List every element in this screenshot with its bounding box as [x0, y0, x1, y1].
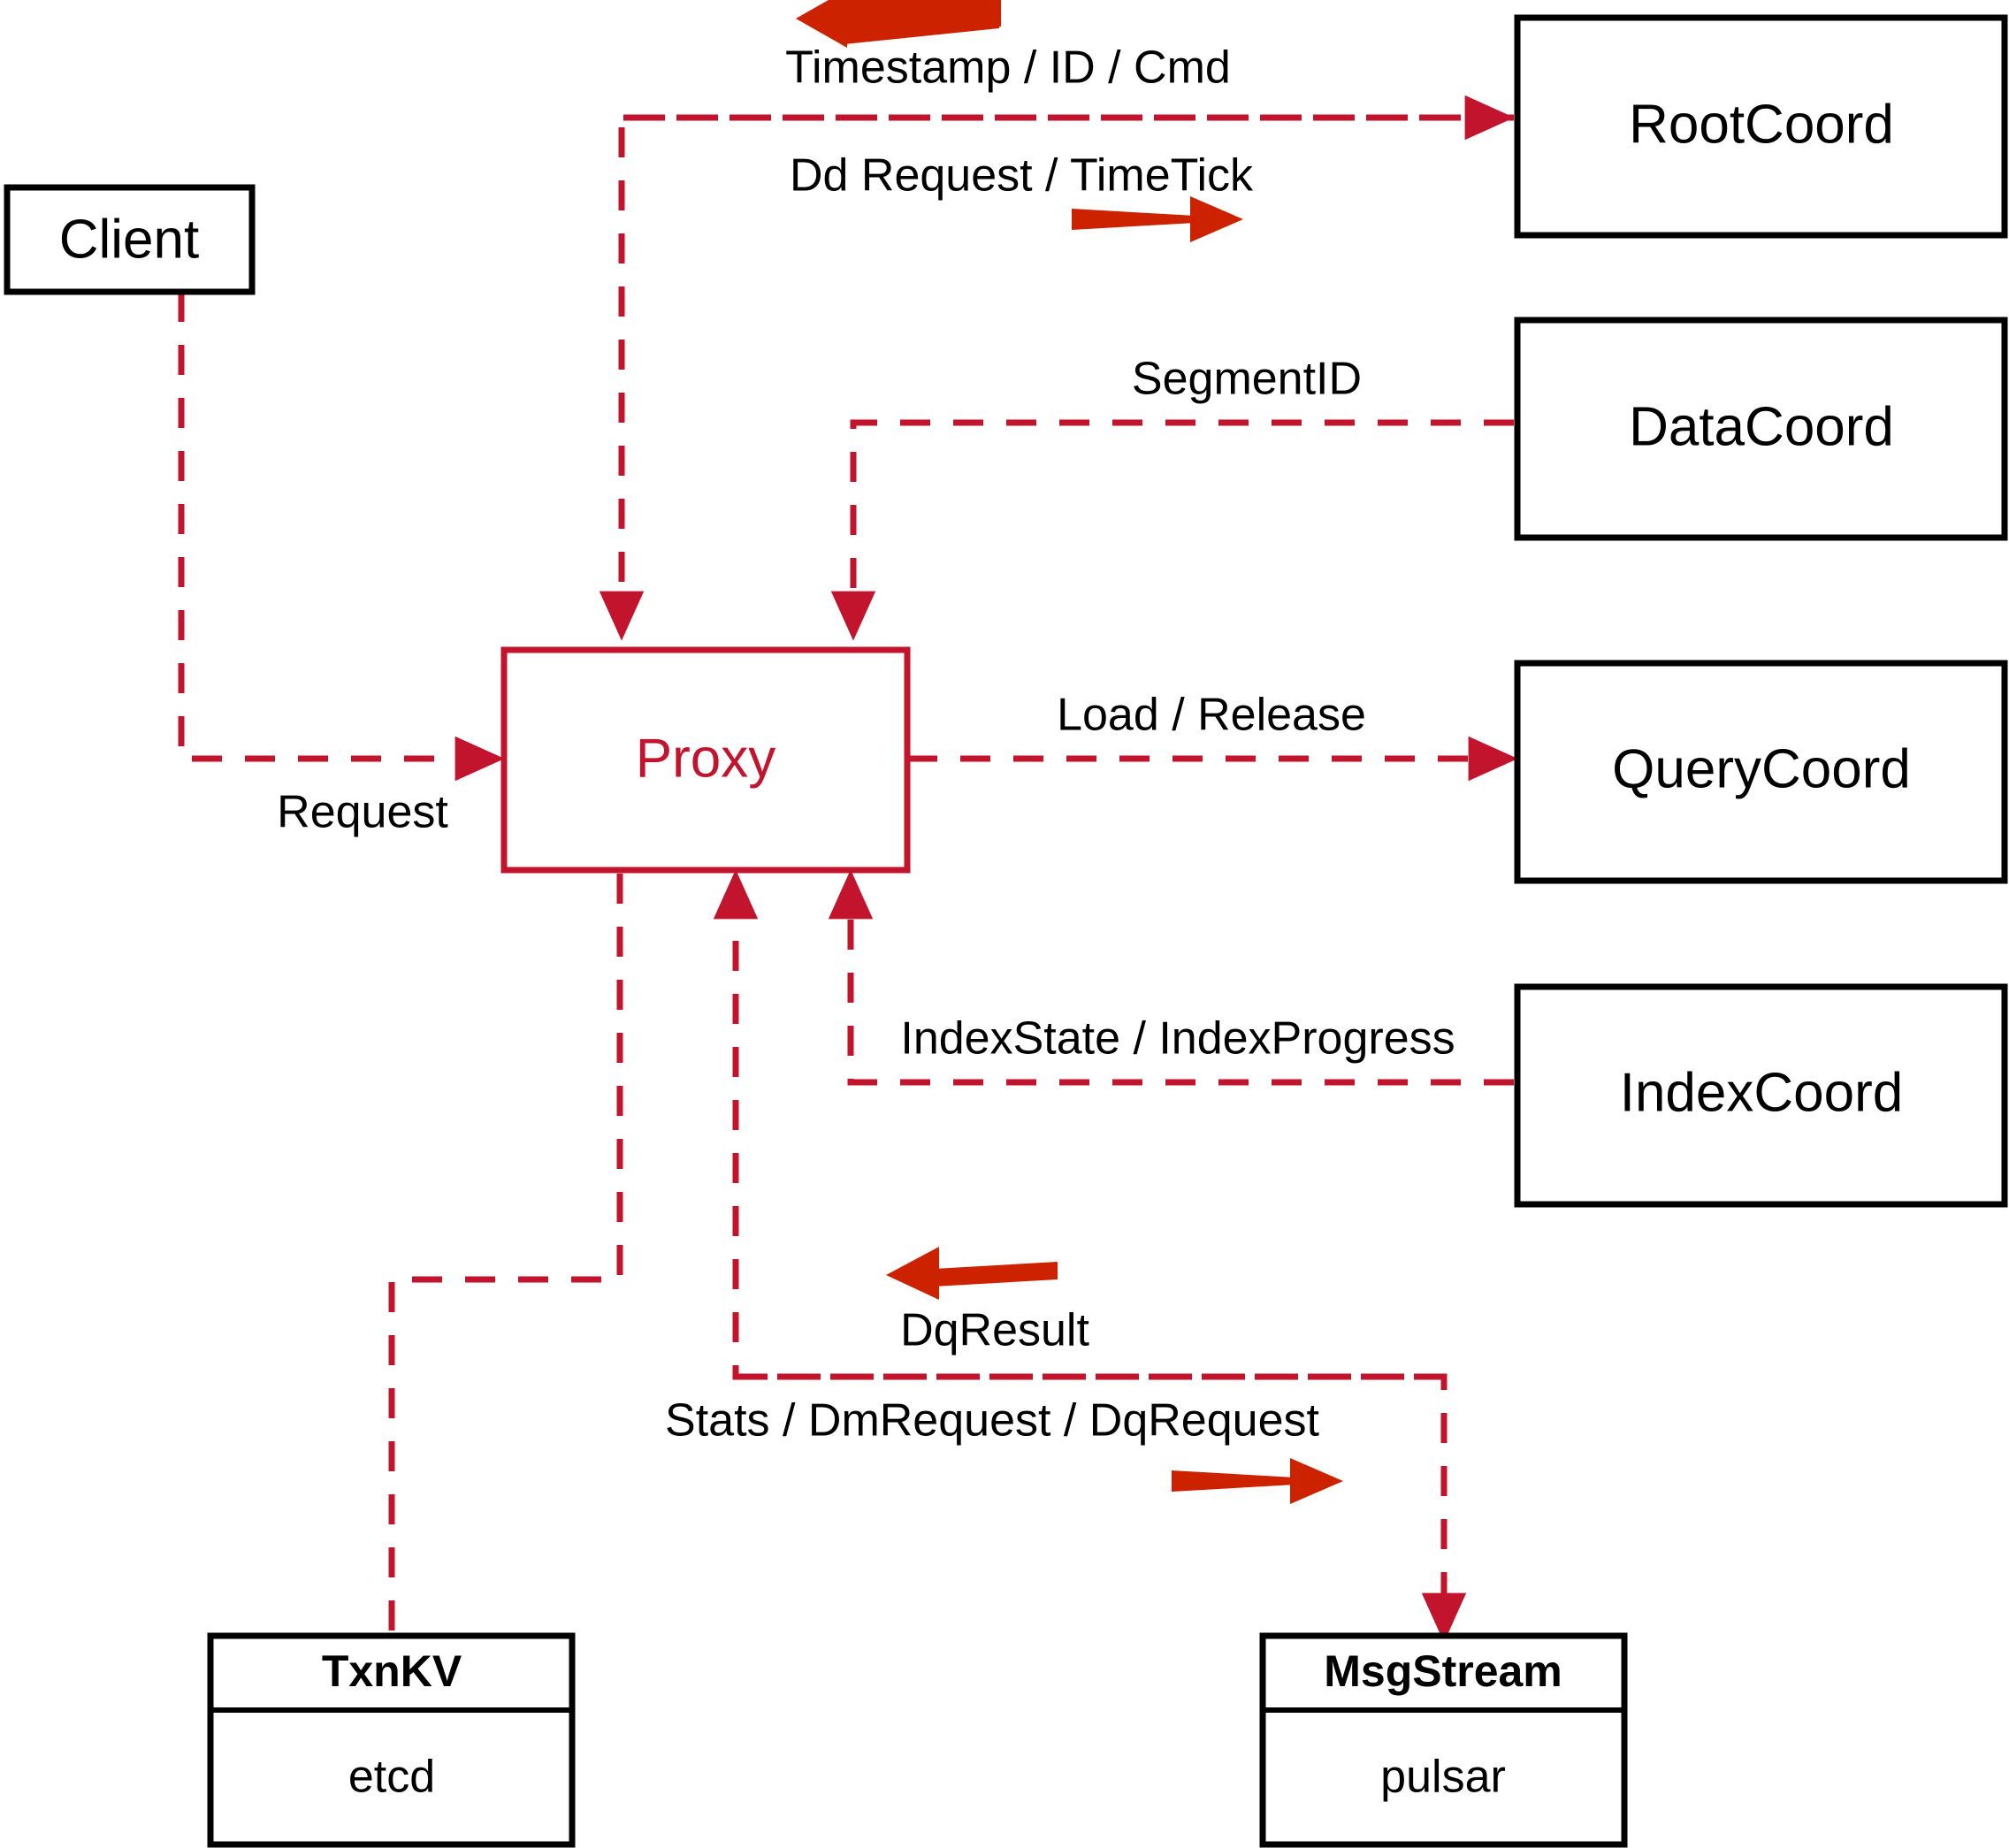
direction-arrow-right-top: [1072, 196, 1243, 242]
edge-label-request: Request: [277, 787, 448, 838]
edge-proxy-txnkv: [388, 874, 623, 1631]
node-txnkv-impl: etcd: [348, 1752, 435, 1803]
edge-rootcoord-proxy: [599, 114, 1514, 641]
node-msgstream-title: MsgStream: [1324, 1646, 1562, 1696]
node-client[interactable]: Client: [4, 184, 256, 295]
edge-label-segmentid: SegmentID: [1132, 354, 1362, 405]
direction-arrow-left-top: [796, 0, 1001, 48]
node-client-label: Client: [59, 209, 200, 270]
edge-label-dqresult: DqResult: [900, 1305, 1089, 1356]
node-rootcoord-label: RootCoord: [1629, 94, 1894, 155]
edge-indexcoord-proxy: [828, 869, 1514, 1086]
node-rootcoord[interactable]: RootCoord: [1514, 14, 2008, 239]
node-querycoord-label: QueryCoord: [1612, 738, 1911, 799]
node-datacoord[interactable]: DataCoord: [1514, 317, 2008, 541]
direction-arrow-left-bottom: [886, 1247, 1058, 1300]
edge-datacoord-proxy: [830, 419, 1514, 641]
node-txnkv[interactable]: TxnKV etcd: [207, 1632, 576, 1848]
edge-label-timestamp-id-cmd: Timestamp / ID / Cmd: [785, 42, 1231, 94]
node-indexcoord-label: IndexCoord: [1620, 1062, 1904, 1123]
edge-msgstream-proxy: [713, 869, 1444, 1380]
edge-label-load-release: Load / Release: [1057, 690, 1366, 741]
edge-label-indexstate-indexprogress: IndexState / IndexProgress: [900, 1013, 1455, 1065]
node-proxy[interactable]: Proxy: [500, 646, 911, 874]
edge-proxy-msgstream: [737, 1373, 1467, 1643]
node-msgstream-impl: pulsar: [1380, 1752, 1506, 1803]
edge-client-proxy: [178, 292, 505, 782]
edge-label-stats-dmrequest-dqrequest: Stats / DmRequest / DqRequest: [665, 1395, 1319, 1447]
node-txnkv-title: TxnKV: [322, 1646, 462, 1696]
node-datacoord-label: DataCoord: [1629, 396, 1894, 457]
direction-arrow-right-bottom: [1172, 1458, 1343, 1504]
node-indexcoord[interactable]: IndexCoord: [1514, 983, 2008, 1208]
node-proxy-label: Proxy: [636, 728, 775, 789]
edge-label-dd-request-timetick: Dd Request / TimeTick: [790, 150, 1254, 202]
node-querycoord[interactable]: QueryCoord: [1514, 660, 2008, 884]
node-msgstream[interactable]: MsgStream pulsar: [1259, 1632, 1628, 1848]
